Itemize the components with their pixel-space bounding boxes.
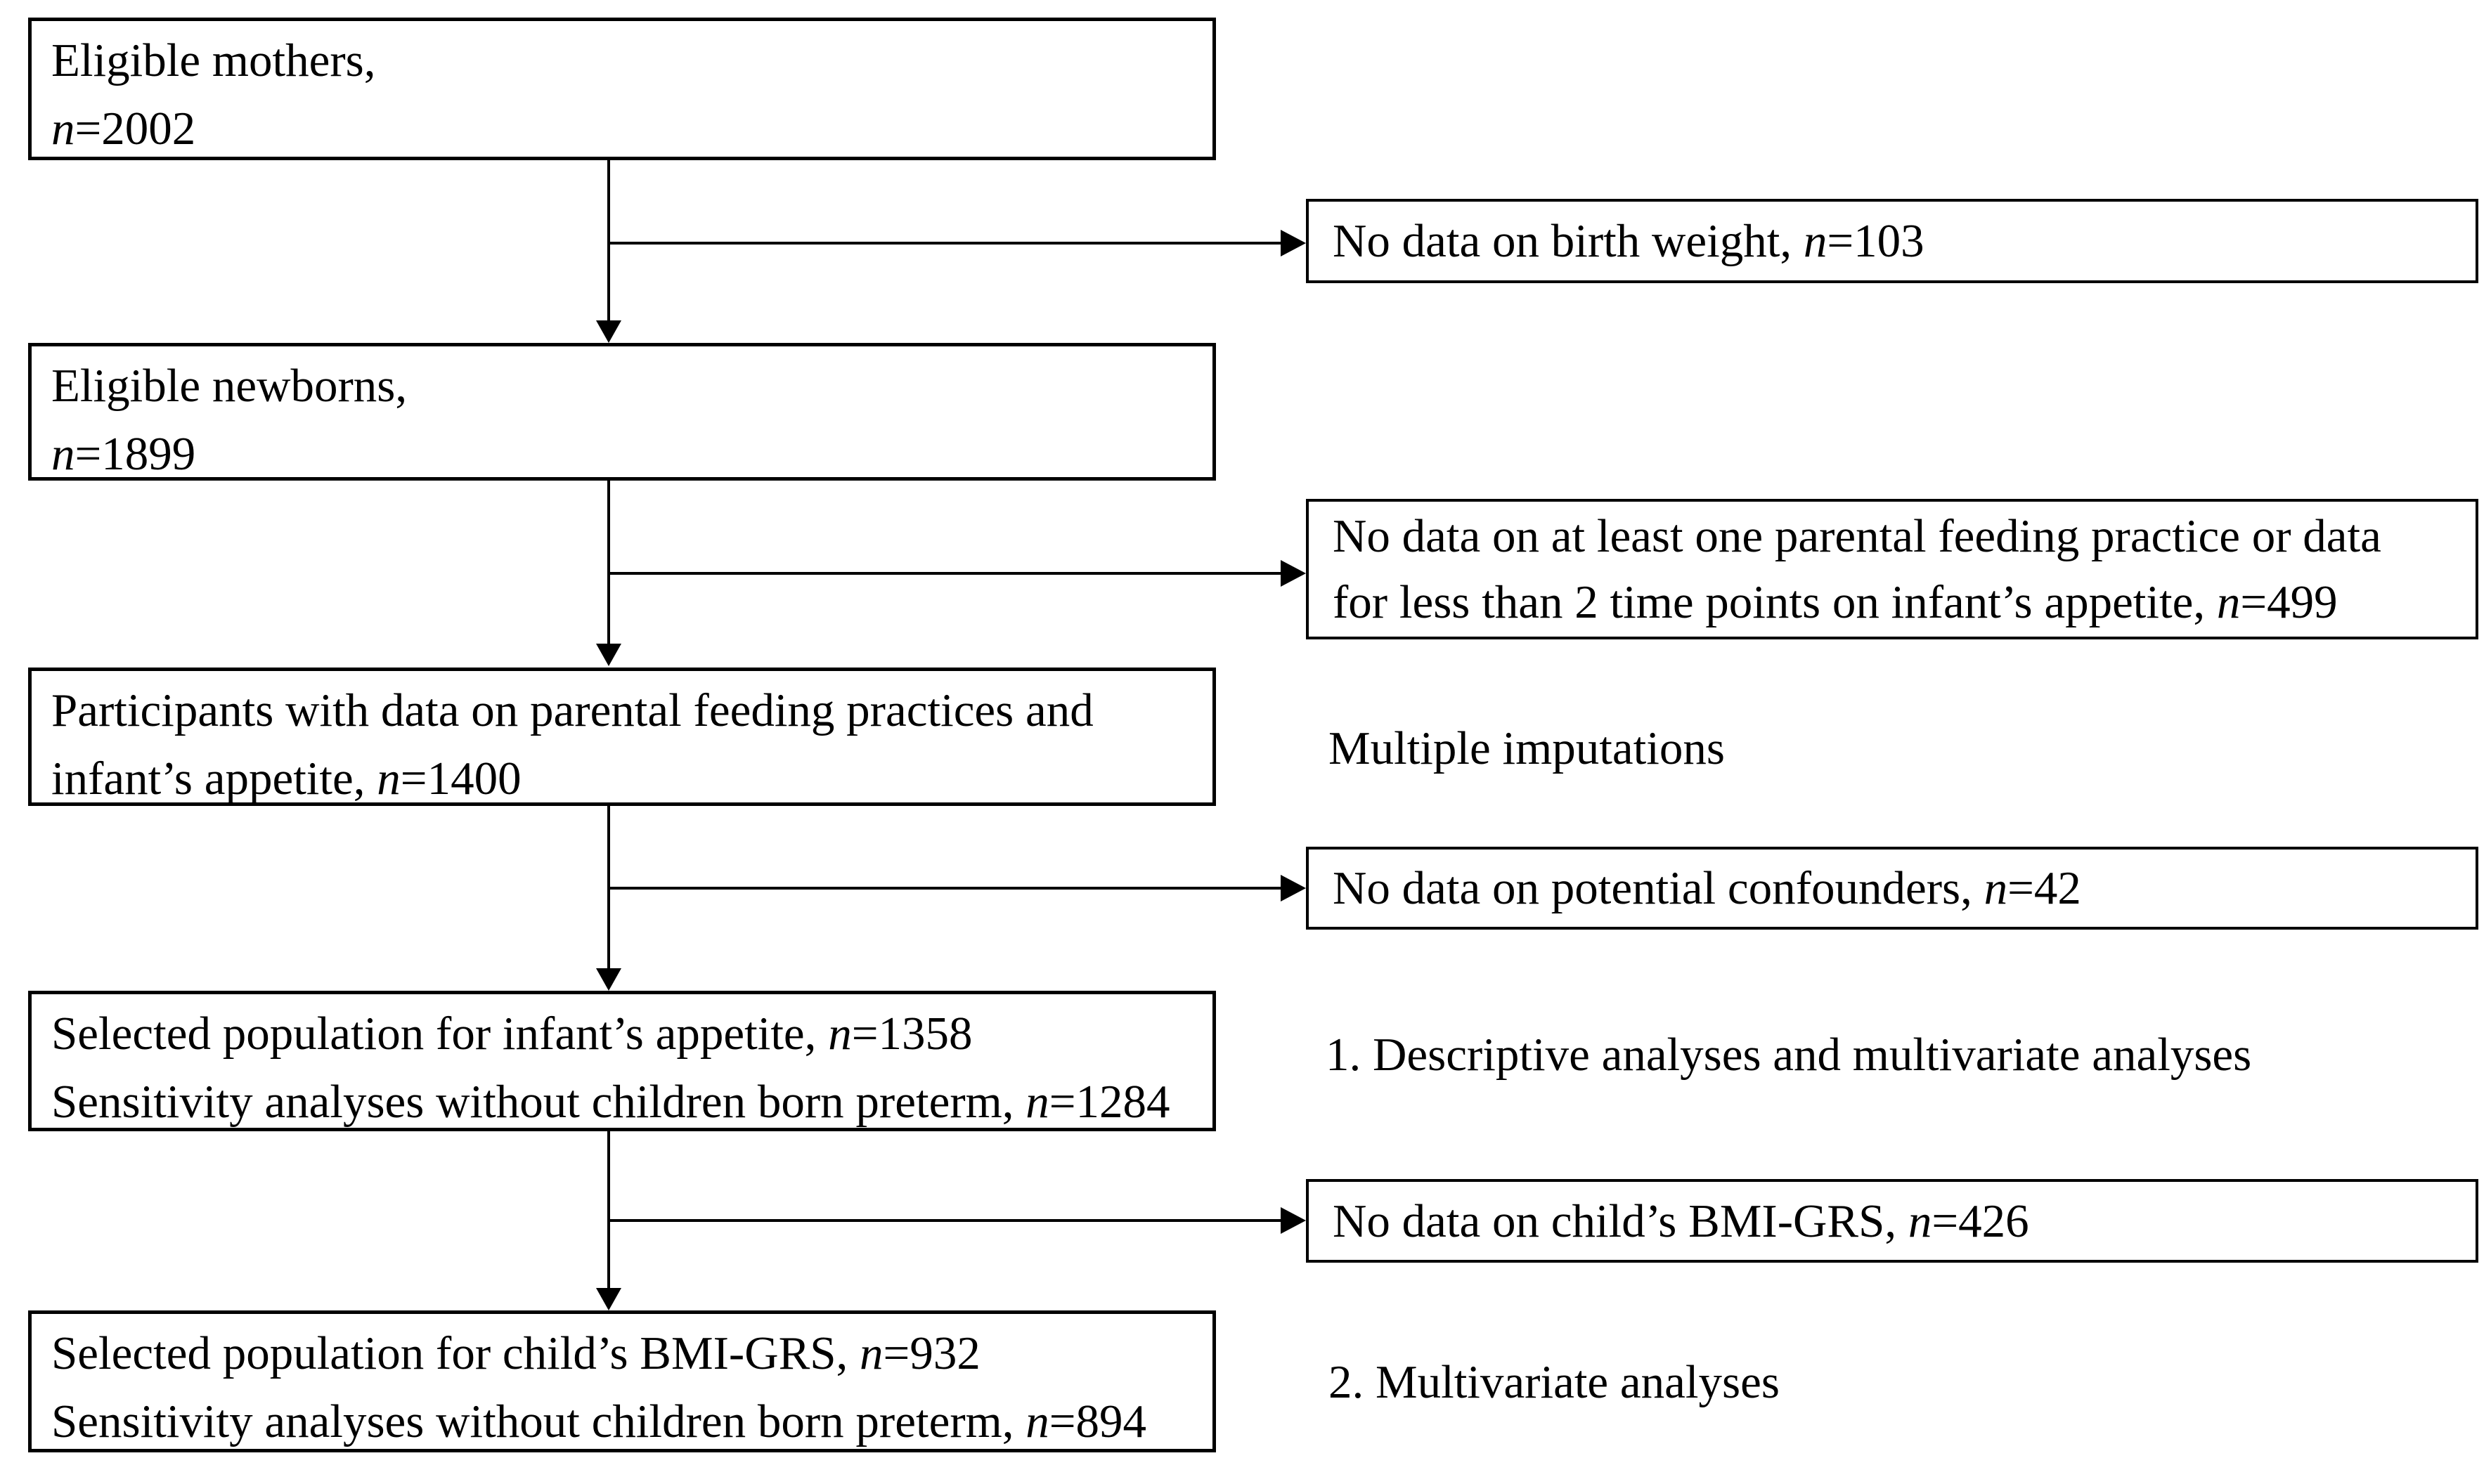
right-arrowhead-icon <box>1281 1207 1306 1234</box>
connector-selected-to-bmi-grs <box>607 1128 610 1289</box>
box-excluded-no-confounders: No data on potential confounders, n=42 <box>1306 847 2478 930</box>
branch-to-excluded-birth-weight <box>609 242 1282 245</box>
box-line: No data on child’s BMI-GRS, n=426 <box>1333 1195 2029 1247</box>
down-arrowhead-icon <box>596 320 621 343</box>
connector-mothers-to-newborns <box>607 159 610 323</box>
box-line: for less than 2 time points on infant’s … <box>1333 576 2338 628</box>
down-arrowhead-icon <box>596 1288 621 1310</box>
box-participants-feeding-appetite: Participants with data on parental feedi… <box>28 668 1216 806</box>
box-selected-infant-appetite: Selected population for infant’s appetit… <box>28 991 1216 1131</box>
box-line: No data on at least one parental feeding… <box>1333 510 2381 562</box>
box-line: Sensitivity analyses without children bo… <box>51 1395 1147 1447</box>
box-line: Participants with data on parental feedi… <box>51 684 1094 736</box>
box-excluded-no-bmi-grs: No data on child’s BMI-GRS, n=426 <box>1306 1179 2478 1263</box>
box-excluded-no-feeding-data: No data on at least one parental feeding… <box>1306 499 2478 639</box>
box-eligible-newborns: Eligible newborns, n=1899 <box>28 343 1216 481</box>
box-selected-bmi-grs: Selected population for child’s BMI-GRS,… <box>28 1310 1216 1452</box>
annotation-multivariate: 2. Multivariate analyses <box>1328 1356 1780 1408</box>
box-line: n=2002 <box>51 103 196 155</box>
box-line: Selected population for infant’s appetit… <box>51 1008 973 1060</box>
box-line: Eligible newborns, <box>51 360 408 412</box>
down-arrowhead-icon <box>596 644 621 666</box>
branch-to-excluded-feeding-data <box>609 572 1282 575</box>
box-excluded-no-birth-weight: No data on birth weight, n=103 <box>1306 199 2478 283</box>
box-line: Sensitivity analyses without children bo… <box>51 1076 1170 1128</box>
box-line: Eligible mothers, <box>51 34 376 86</box>
annotation-descriptive-multivariate: 1. Descriptive analyses and multivariate… <box>1326 1029 2252 1081</box>
box-line: Selected population for child’s BMI-GRS,… <box>51 1327 981 1379</box>
box-eligible-mothers: Eligible mothers, n=2002 <box>28 18 1216 160</box>
right-arrowhead-icon <box>1281 560 1306 587</box>
right-arrowhead-icon <box>1281 875 1306 902</box>
annotation-multiple-imputations: Multiple imputations <box>1328 722 1725 774</box>
box-line: No data on potential confounders, n=42 <box>1333 862 2081 914</box>
branch-to-excluded-confounders <box>609 887 1282 890</box>
box-line: n=1899 <box>51 428 196 480</box>
branch-to-excluded-bmi-grs <box>609 1219 1282 1222</box>
box-line: No data on birth weight, n=103 <box>1333 215 1924 267</box>
right-arrowhead-icon <box>1281 230 1306 256</box>
down-arrowhead-icon <box>596 968 621 991</box>
box-line: infant’s appetite, n=1400 <box>51 753 522 805</box>
connector-newborns-to-participants <box>607 479 610 645</box>
